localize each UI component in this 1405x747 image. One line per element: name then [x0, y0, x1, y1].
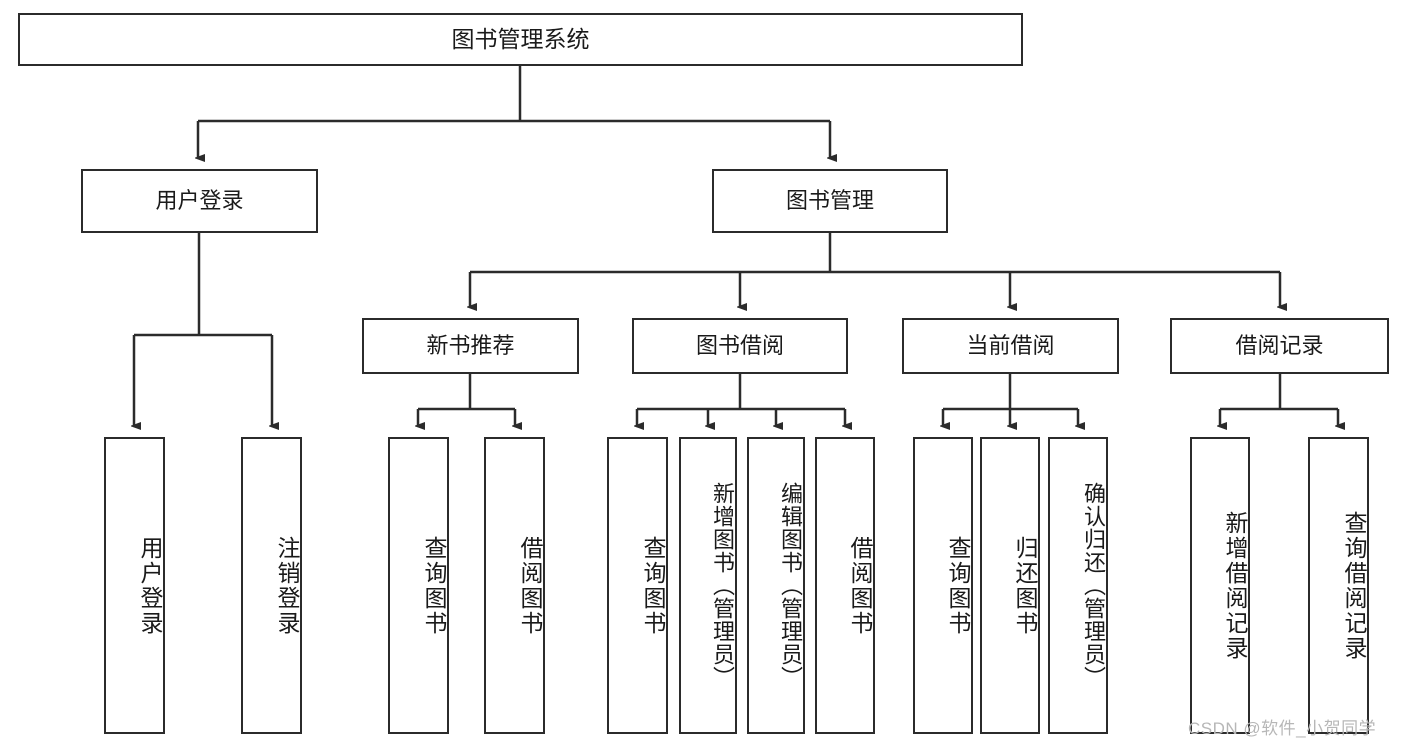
leaf-node-query-book-borrow[interactable]: 查询图书 [607, 437, 668, 734]
leaf-node-borrow-book-recommend[interactable]: 借阅图书 [484, 437, 545, 734]
watermark-text: CSDN @软件_小贺同学 [1188, 719, 1377, 738]
leaf-node-borrow-book[interactable]: 借阅图书 [815, 437, 875, 734]
leaf-node-query-book-current[interactable]: 查询图书 [913, 437, 973, 734]
node-user-login[interactable]: 用户登录 [81, 169, 318, 233]
node-root-system[interactable]: 图书管理系统 [18, 13, 1023, 66]
leaf-node-return-book[interactable]: 归还图书 [980, 437, 1040, 734]
leaf-node-add-borrow-record[interactable]: 新增借阅记录 [1190, 437, 1250, 734]
node-new-book-recommendation[interactable]: 新书推荐 [362, 318, 579, 374]
leaf-node-confirm-return-admin[interactable]: 确认归还（管理员） [1048, 437, 1108, 734]
leaf-node-user-login[interactable]: 用户登录 [104, 437, 165, 734]
node-borrow-records[interactable]: 借阅记录 [1170, 318, 1389, 374]
leaf-node-add-book-admin[interactable]: 新增图书（管理员） [679, 437, 737, 734]
node-current-borrowing[interactable]: 当前借阅 [902, 318, 1119, 374]
leaf-node-edit-book-admin[interactable]: 编辑图书（管理员） [747, 437, 805, 734]
node-book-management[interactable]: 图书管理 [712, 169, 948, 233]
leaf-node-logout[interactable]: 注销登录 [241, 437, 302, 734]
leaf-node-query-book-recommend[interactable]: 查询图书 [388, 437, 449, 734]
leaf-node-query-borrow-record[interactable]: 查询借阅记录 [1308, 437, 1369, 734]
node-book-borrowing[interactable]: 图书借阅 [632, 318, 848, 374]
